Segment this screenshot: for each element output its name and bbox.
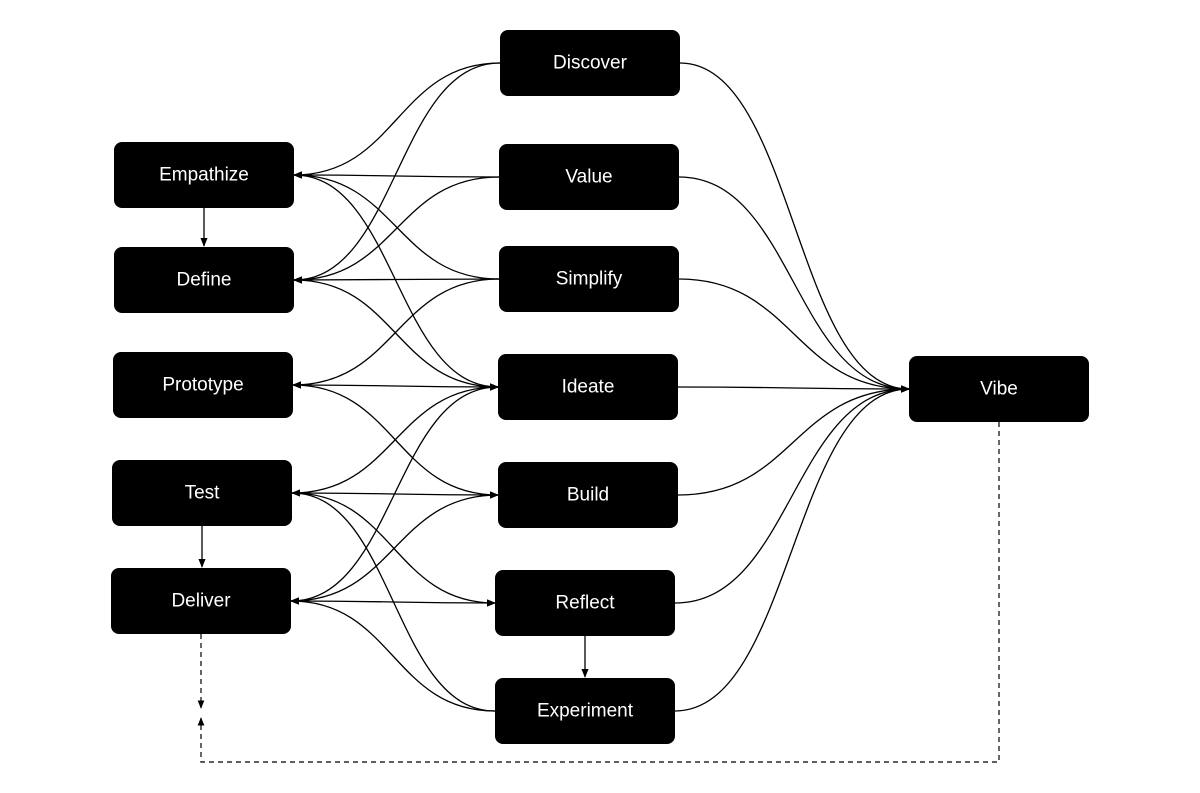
edge-prototype-to-ideate (292, 381, 499, 391)
edge-empathize-to-ideate (293, 174, 499, 391)
node-ideate-label: Ideate (562, 377, 615, 398)
edge-value-to-empathize (293, 171, 500, 179)
node-build-label: Build (567, 485, 609, 506)
node-empathize[interactable]: Empathize (114, 142, 294, 208)
edge-test-to-experiment (291, 492, 496, 712)
edge-simplify-to-empathize (293, 171, 500, 280)
node-prototype[interactable]: Prototype (113, 352, 293, 418)
node-define[interactable]: Define (114, 247, 294, 313)
node-vibe[interactable]: Vibe (909, 356, 1089, 422)
edge-build-to-vibe (677, 385, 910, 496)
node-test[interactable]: Test (112, 460, 292, 526)
node-test-label: Test (185, 483, 221, 504)
edge-discover-to-empathize (293, 62, 501, 179)
edge-deliver-to-vibe-return (197, 422, 1000, 763)
edge-simplify-to-define (293, 276, 500, 284)
node-reflect-label: Reflect (555, 593, 615, 614)
edge-value-to-vibe (678, 176, 910, 393)
node-prototype-label: Prototype (162, 375, 243, 396)
node-vibe-label: Vibe (980, 379, 1018, 400)
edge-simplify-to-prototype (292, 278, 500, 389)
node-ideate[interactable]: Ideate (498, 354, 678, 420)
node-empathize-label: Empathize (159, 165, 249, 186)
node-deliver[interactable]: Deliver (111, 568, 291, 634)
node-discover[interactable]: Discover (500, 30, 680, 96)
node-reflect[interactable]: Reflect (495, 570, 675, 636)
edge-test-to-reflect (291, 492, 496, 607)
edge-deliver-to-experiment (290, 597, 496, 712)
node-experiment-label: Experiment (537, 701, 634, 722)
node-discover-label: Discover (553, 53, 628, 74)
node-experiment[interactable]: Experiment (495, 678, 675, 744)
edge-ideate-to-vibe (677, 385, 910, 393)
node-value-label: Value (565, 167, 612, 188)
edge-simplify-to-vibe (678, 278, 910, 393)
edge-deliver-to-build (290, 494, 499, 605)
edge-value-to-define (293, 176, 500, 284)
edge-define-to-ideate (293, 279, 499, 391)
edge-discover-to-vibe (679, 62, 910, 393)
node-deliver-label: Deliver (171, 591, 231, 612)
node-define-label: Define (177, 270, 232, 291)
edge-prototype-to-build (292, 384, 499, 499)
edge-discover-to-define (293, 62, 501, 284)
node-value[interactable]: Value (499, 144, 679, 210)
edges-layer (197, 62, 1000, 763)
edge-reflect-to-vibe (674, 385, 910, 604)
node-simplify-label: Simplify (556, 269, 623, 290)
nodes-layer: Empathize Define Prototype Test Deliver … (111, 30, 1089, 744)
node-build[interactable]: Build (498, 462, 678, 528)
edge-test-to-build (291, 489, 499, 499)
edge-experiment-to-vibe (674, 385, 910, 712)
node-simplify[interactable]: Simplify (499, 246, 679, 312)
